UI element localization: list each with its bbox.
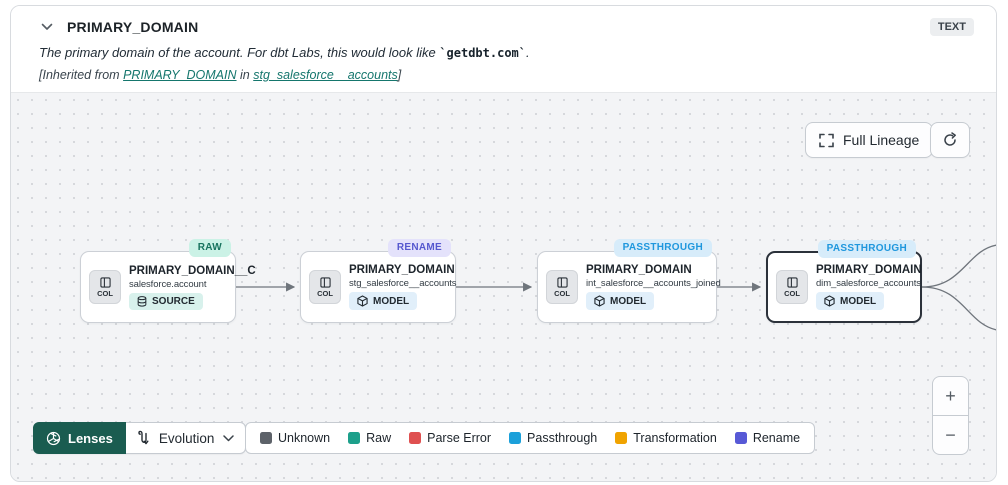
node-title: PRIMARY_DOMAIN <box>349 264 455 276</box>
legend-swatch <box>734 432 747 444</box>
inherited-prefix: [Inherited from <box>39 68 124 82</box>
lineage-node-source[interactable]: RAW COL PRIMARY_DOMAIN__C salesforce.acc… <box>80 239 256 323</box>
inherited-from-note: [Inherited from PRIMARY_DOMAIN in stg_sa… <box>39 68 980 82</box>
full-lineage-label: Full Lineage <box>843 132 920 148</box>
node-type-pill: MODEL <box>816 292 885 310</box>
cube-icon <box>824 295 835 307</box>
node-subtitle: salesforce.account <box>129 278 207 290</box>
legend-swatch <box>615 432 628 444</box>
cube-icon <box>594 295 605 307</box>
legend-item: Rename <box>734 431 801 445</box>
inherited-model-link[interactable]: stg_salesforce__accounts <box>253 68 398 82</box>
column-lineage-panel: PRIMARY_DOMAIN TEXT The primary domain o… <box>10 5 997 482</box>
zoom-divider <box>933 415 968 416</box>
column-header: PRIMARY_DOMAIN TEXT The primary domain o… <box>11 6 996 93</box>
node-subtitle: int_salesforce__accounts_joined <box>586 278 721 289</box>
full-lineage-button[interactable]: Full Lineage <box>805 122 934 158</box>
evolution-badge: PASSTHROUGH <box>613 239 712 257</box>
evolution-route-icon <box>137 430 150 446</box>
column-chip: COL <box>309 270 341 304</box>
columns-icon <box>99 276 111 288</box>
inherited-middle: in <box>236 68 254 82</box>
legend-swatch <box>509 432 522 444</box>
lens-mode-dropdown[interactable]: Evolution <box>125 422 247 454</box>
node-title: PRIMARY_DOMAIN__C <box>129 264 256 277</box>
legend-swatch <box>348 432 361 444</box>
legend-label: Parse Error <box>427 431 492 445</box>
legend-item: Passthrough <box>509 431 597 445</box>
column-chip: COL <box>776 270 808 304</box>
zoom-in-button[interactable]: + <box>933 377 968 415</box>
chevron-down-icon <box>41 23 53 31</box>
refresh-button[interactable] <box>930 122 970 158</box>
legend-label: Unknown <box>278 431 331 445</box>
col-chip-label: COL <box>317 288 333 298</box>
column-chip: COL <box>546 270 578 304</box>
columns-icon <box>319 276 331 288</box>
column-name-title: PRIMARY_DOMAIN <box>67 19 199 35</box>
description-code: `getdbt.com` <box>439 46 527 60</box>
node-type-label: MODEL <box>610 295 647 307</box>
column-description: The primary domain of the account. For d… <box>39 45 980 60</box>
legend-item: Unknown <box>260 431 330 445</box>
lens-mode-value: Evolution <box>158 430 215 446</box>
lineage-node-staging[interactable]: RENAME COL PRIMARY_DOMAIN stg_salesforce… <box>300 239 457 323</box>
legend-label: Transformation <box>633 431 717 445</box>
node-type-label: MODEL <box>373 295 410 307</box>
expand-icon <box>819 133 834 148</box>
database-icon <box>137 295 147 307</box>
chevron-down-icon <box>223 434 235 442</box>
node-type-pill: MODEL <box>586 292 655 310</box>
node-type-pill: SOURCE <box>129 292 203 310</box>
column-chip: COL <box>89 270 121 304</box>
lenses-label: Lenses <box>68 430 113 446</box>
legend-swatch <box>409 432 422 444</box>
evolution-badge: RENAME <box>387 239 451 257</box>
lens-aperture-icon <box>46 431 61 446</box>
lineage-canvas[interactable]: Full Lineage RAW COL PRIMARY_DOMAIN__C s… <box>11 93 996 481</box>
col-chip-label: COL <box>97 288 113 298</box>
node-subtitle: dim_salesforce_accounts <box>816 278 921 289</box>
node-type-label: MODEL <box>840 295 877 307</box>
legend-swatch <box>260 432 272 444</box>
lenses-control-group: Lenses Evolution <box>33 422 247 454</box>
node-subtitle: stg_salesforce__accounts <box>349 278 457 289</box>
node-title: PRIMARY_DOMAIN <box>816 264 922 276</box>
legend-label: Rename <box>752 431 801 445</box>
legend-label: Raw <box>366 431 392 445</box>
description-suffix: . <box>526 45 530 60</box>
legend-label: Passthrough <box>527 431 598 445</box>
description-text: The primary domain of the account. For d… <box>39 45 440 60</box>
legend-item: Raw <box>348 431 391 445</box>
col-chip-label: COL <box>554 288 570 298</box>
zoom-controls: + − <box>932 376 969 455</box>
data-type-badge: TEXT <box>929 18 974 36</box>
zoom-out-button[interactable]: − <box>933 416 968 454</box>
cube-icon <box>357 295 368 307</box>
lenses-button[interactable]: Lenses <box>33 422 126 454</box>
col-chip-label: COL <box>784 288 800 298</box>
legend-item: Transformation <box>615 431 717 445</box>
evolution-badge: PASSTHROUGH <box>817 240 916 258</box>
collapse-chevron-button[interactable] <box>39 21 55 33</box>
columns-icon <box>786 276 798 288</box>
evolution-badge: RAW <box>188 239 231 257</box>
lineage-node-intermediate[interactable]: PASSTHROUGH COL PRIMARY_DOMAIN int_sales… <box>537 239 721 323</box>
node-type-pill: MODEL <box>349 292 418 310</box>
lineage-node-dim-selected[interactable]: PASSTHROUGH COL PRIMARY_DOMAIN dim_sales… <box>766 240 922 323</box>
inherited-column-link[interactable]: PRIMARY_DOMAIN <box>123 68 237 82</box>
legend-item: Parse Error <box>409 431 491 445</box>
evolution-legend: Unknown Raw Parse Error Passthrough Tran… <box>245 422 816 454</box>
node-title: PRIMARY_DOMAIN <box>586 264 692 276</box>
refresh-icon <box>942 132 958 148</box>
columns-icon <box>556 276 568 288</box>
inherited-suffix: ] <box>397 68 402 82</box>
node-type-label: SOURCE <box>152 295 195 307</box>
